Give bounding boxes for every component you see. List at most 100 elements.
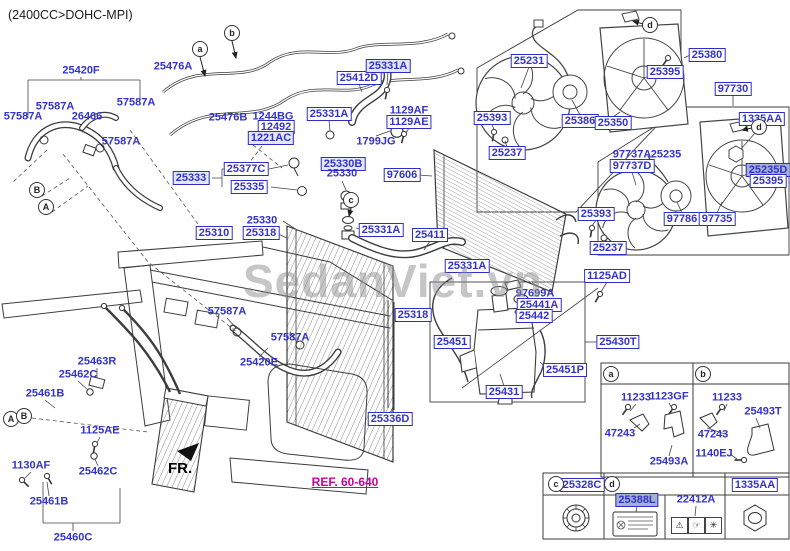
part-label-25461b[interactable]: 25461B bbox=[29, 495, 69, 508]
part-label-97606[interactable]: 97606 bbox=[383, 168, 421, 182]
part-label-22412a[interactable]: 22412A bbox=[676, 493, 716, 506]
callout-circle-d: d bbox=[751, 119, 767, 135]
part-label-25331a[interactable]: 25331A bbox=[358, 223, 404, 237]
part-label-1125ad[interactable]: 1125AD bbox=[584, 269, 630, 283]
warning-triangle-icon: ⚠ bbox=[671, 517, 688, 534]
part-label-25393[interactable]: 25393 bbox=[577, 207, 615, 221]
part-label-25462c[interactable]: 25462C bbox=[58, 368, 98, 381]
part-label-97699a[interactable]: 97699A bbox=[515, 287, 555, 300]
part-label-47243[interactable]: 47243 bbox=[697, 428, 729, 441]
small-parts-drawing bbox=[288, 157, 307, 196]
part-label-25330[interactable]: 25330 bbox=[326, 167, 358, 180]
fr-direction-arrow bbox=[177, 443, 199, 461]
part-label-25331a[interactable]: 25331A bbox=[365, 59, 411, 73]
part-label-57587a[interactable]: 57587A bbox=[3, 110, 43, 123]
part-label-25237[interactable]: 25237 bbox=[488, 146, 526, 160]
part-label-1244bg[interactable]: 1244BG bbox=[252, 110, 294, 123]
part-label-25420e[interactable]: 25420E bbox=[240, 356, 278, 369]
part-label-25451p[interactable]: 25451P bbox=[543, 363, 587, 377]
callout-circle-d: d bbox=[604, 476, 620, 492]
part-label-97735[interactable]: 97735 bbox=[698, 212, 736, 226]
part-label-25328c[interactable]: 25328C bbox=[559, 478, 605, 492]
no-touch-hand-icon: ☞ bbox=[688, 517, 705, 534]
part-label-25395[interactable]: 25395 bbox=[749, 174, 787, 188]
callout-circle-B: B bbox=[16, 408, 32, 424]
part-label-25462c[interactable]: 25462C bbox=[78, 465, 118, 478]
part-label-1335aa[interactable]: 1335AA bbox=[731, 478, 779, 492]
part-label-1129ae[interactable]: 1129AE bbox=[386, 115, 432, 129]
part-label-1130af[interactable]: 1130AF bbox=[11, 459, 51, 472]
part-label-1129af[interactable]: 1129AF bbox=[389, 104, 429, 117]
part-label-97730[interactable]: 97730 bbox=[714, 82, 752, 96]
callout-circle-A: A bbox=[38, 199, 54, 215]
part-label-97737d[interactable]: 97737D bbox=[609, 159, 655, 173]
part-label-47243[interactable]: 47243 bbox=[604, 427, 636, 440]
part-label-25330[interactable]: 25330 bbox=[246, 214, 278, 227]
part-label-25333[interactable]: 25333 bbox=[172, 171, 210, 185]
callout-circle-b: b bbox=[224, 25, 240, 41]
part-label-25461b[interactable]: 25461B bbox=[25, 387, 65, 400]
part-label-25388l[interactable]: 25388L bbox=[615, 493, 659, 507]
callout-circle-a: a bbox=[192, 41, 208, 57]
part-label-1123gf[interactable]: 1123GF bbox=[649, 390, 689, 403]
part-label-25330b[interactable]: 25330B bbox=[320, 157, 366, 171]
part-label-1799jg[interactable]: 1799JG bbox=[356, 135, 396, 148]
callout-circle-b: b bbox=[695, 366, 711, 382]
callout-circle-c: c bbox=[548, 476, 564, 492]
part-label-26466[interactable]: 26466 bbox=[71, 110, 103, 123]
part-label-25476b[interactable]: 25476B bbox=[208, 111, 248, 124]
part-label-25451[interactable]: 25451 bbox=[433, 335, 471, 349]
part-label-57587a[interactable]: 57587A bbox=[270, 331, 310, 344]
part-label-25336d[interactable]: 25336D bbox=[367, 412, 413, 426]
part-label-57587a[interactable]: 57587A bbox=[207, 305, 247, 318]
part-label-25235[interactable]: 25235 bbox=[650, 148, 682, 161]
part-label-25460c[interactable]: 25460C bbox=[53, 531, 93, 544]
part-label-97786[interactable]: 97786 bbox=[663, 212, 701, 226]
part-label-57587a[interactable]: 57587A bbox=[35, 100, 75, 113]
legend-icons-drawing bbox=[562, 504, 767, 537]
part-label-25431[interactable]: 25431 bbox=[485, 385, 523, 399]
part-label-25380[interactable]: 25380 bbox=[688, 48, 726, 62]
part-label-25331a[interactable]: 25331A bbox=[444, 259, 490, 273]
part-label-25442[interactable]: 25442 bbox=[515, 309, 553, 323]
ref-60-640-link[interactable]: REF. 60-640 bbox=[311, 475, 379, 489]
part-label-25231[interactable]: 25231 bbox=[510, 54, 548, 68]
part-label-1125ae[interactable]: 1125AE bbox=[80, 424, 120, 437]
part-label-57587a[interactable]: 57587A bbox=[101, 135, 141, 148]
part-label-25377c[interactable]: 25377C bbox=[223, 162, 269, 176]
part-label-25318[interactable]: 25318 bbox=[242, 226, 280, 240]
part-label-97737a[interactable]: 97737A bbox=[612, 148, 652, 161]
part-label-25493a[interactable]: 25493A bbox=[649, 455, 689, 468]
part-label-25335[interactable]: 25335 bbox=[230, 180, 268, 194]
fan-assembly-1-drawing bbox=[475, 10, 689, 151]
part-label-25476a[interactable]: 25476A bbox=[153, 60, 193, 73]
part-label-25412d[interactable]: 25412D bbox=[336, 71, 382, 85]
part-label-25393[interactable]: 25393 bbox=[473, 111, 511, 125]
part-label-1221ac[interactable]: 1221AC bbox=[247, 131, 295, 145]
callout-arrows bbox=[199, 19, 753, 217]
part-label-1140ej[interactable]: 1140EJ bbox=[695, 447, 733, 460]
part-label-25237[interactable]: 25237 bbox=[589, 241, 627, 255]
part-label-25331a[interactable]: 25331A bbox=[306, 107, 352, 121]
part-label-57587a[interactable]: 57587A bbox=[116, 96, 156, 109]
cooler-pipes-drawing bbox=[162, 32, 465, 137]
part-label-25420f[interactable]: 25420F bbox=[62, 64, 100, 77]
part-label-25318[interactable]: 25318 bbox=[394, 308, 432, 322]
part-label-25411[interactable]: 25411 bbox=[412, 228, 448, 242]
part-label-25463r[interactable]: 25463R bbox=[77, 355, 117, 368]
part-label-25350[interactable]: 25350 bbox=[594, 116, 632, 130]
part-label-11233[interactable]: 11233 bbox=[712, 391, 742, 404]
part-label-25430t[interactable]: 25430T bbox=[596, 335, 640, 349]
callout-circle-c: c bbox=[343, 192, 359, 208]
part-label-25493t[interactable]: 25493T bbox=[744, 405, 782, 418]
oil-cooler-drawing bbox=[42, 302, 209, 531]
part-label-11233[interactable]: 11233 bbox=[621, 391, 651, 404]
part-label-25386[interactable]: 25386 bbox=[561, 114, 599, 128]
part-label-25395[interactable]: 25395 bbox=[646, 65, 684, 79]
hose-assembly-drawing bbox=[24, 77, 163, 211]
part-label-25310[interactable]: 25310 bbox=[195, 226, 233, 240]
sub-part-table-ab bbox=[600, 362, 790, 478]
